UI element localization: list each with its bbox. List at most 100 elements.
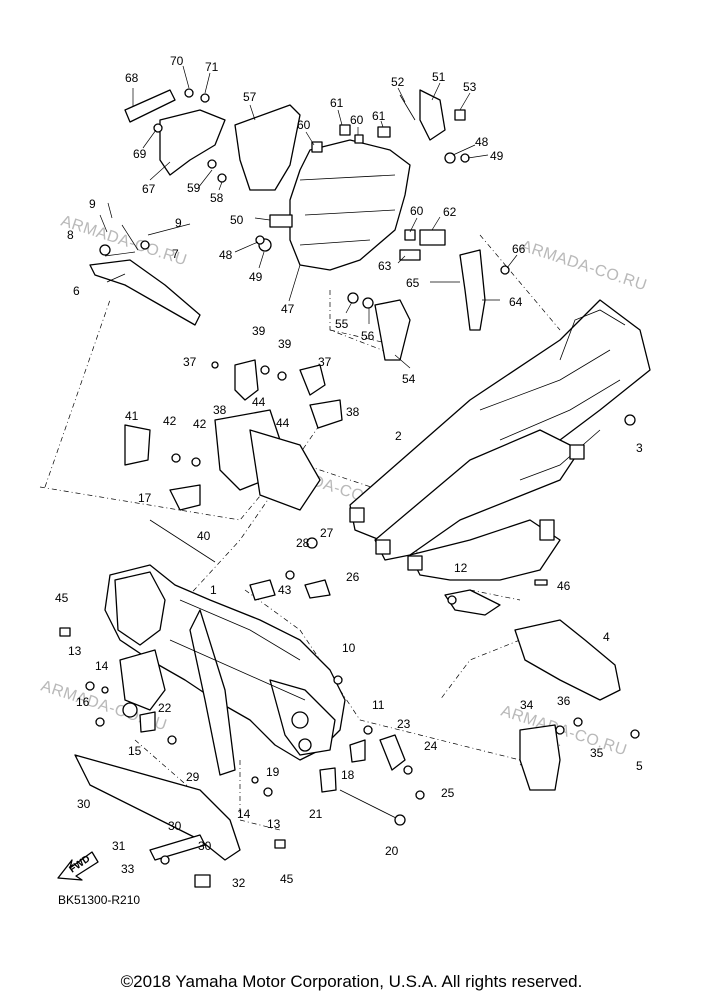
callout-60c: 60: [410, 204, 424, 218]
callout-38b: 38: [346, 405, 360, 419]
callout-17: 17: [138, 491, 152, 505]
upper-bracket-assembly: [234, 89, 446, 271]
callout-40: 40: [197, 529, 211, 543]
callout-1: 1: [210, 583, 217, 597]
callout-5: 5: [636, 759, 643, 773]
callout-29: 29: [186, 770, 200, 784]
rear-frame: [349, 299, 651, 581]
callout-56: 56: [361, 329, 375, 343]
callout-6: 6: [73, 284, 80, 298]
callout-3: 3: [636, 441, 643, 455]
callout-46: 46: [557, 579, 571, 593]
mid-parts: [124, 359, 343, 511]
callout-14b: 14: [237, 807, 251, 821]
callout-30b: 30: [168, 819, 182, 833]
callout-43: 43: [278, 583, 292, 597]
callout-65: 65: [406, 276, 420, 290]
callout-7: 7: [172, 247, 179, 261]
callout-64: 64: [509, 295, 523, 309]
callout-34: 34: [520, 698, 534, 712]
callout-44a: 44: [252, 395, 266, 409]
callout-25: 25: [441, 786, 455, 800]
callout-39b: 39: [278, 337, 292, 351]
callout-37b: 37: [318, 355, 332, 369]
callout-28: 28: [296, 536, 310, 550]
leader-lines: [99, 65, 518, 369]
callout-50: 50: [230, 213, 244, 227]
drawing-code: BK51300-R210: [58, 893, 141, 907]
callout-52: 52: [391, 75, 405, 89]
callout-47: 47: [281, 302, 295, 316]
callout-70: 70: [170, 54, 184, 68]
callout-19: 19: [266, 765, 280, 779]
callout-48b: 48: [475, 135, 489, 149]
callout-55: 55: [335, 317, 349, 331]
callout-60a: 60: [297, 118, 311, 132]
callout-16: 16: [76, 695, 90, 709]
callout-60b: 60: [350, 113, 364, 127]
callout-61a: 61: [330, 96, 344, 110]
callout-18: 18: [341, 768, 355, 782]
callout-32: 32: [232, 876, 246, 890]
callout-26: 26: [346, 570, 360, 584]
callout-45b: 45: [280, 872, 294, 886]
callout-23: 23: [397, 717, 411, 731]
callout-68: 68: [125, 71, 139, 85]
bracket-67-68: [124, 88, 226, 176]
callout-13b: 13: [267, 817, 281, 831]
callout-38a: 38: [213, 403, 227, 417]
callout-54: 54: [402, 372, 416, 386]
callout-2: 2: [395, 429, 402, 443]
callout-45a: 45: [55, 591, 69, 605]
callout-14a: 14: [95, 659, 109, 673]
callout-13a: 13: [68, 644, 82, 658]
callout-12: 12: [454, 561, 468, 575]
callout-67: 67: [142, 182, 156, 196]
callout-9a: 9: [89, 197, 96, 211]
rear-bracket-4-34: [444, 589, 621, 791]
callout-8: 8: [67, 228, 74, 242]
callout-35: 35: [590, 746, 604, 760]
callout-10: 10: [342, 641, 356, 655]
callout-53: 53: [463, 80, 477, 94]
callout-27: 27: [320, 526, 334, 540]
callout-58: 58: [210, 191, 224, 205]
callout-37a: 37: [183, 355, 197, 369]
lower-brackets: [59, 627, 286, 888]
fwd-arrow: FWD: [57, 851, 99, 881]
callout-39a: 39: [252, 324, 266, 338]
copyright-notice: ©2018 Yamaha Motor Corporation, U.S.A. A…: [120, 972, 583, 991]
callout-21: 21: [309, 807, 323, 821]
callout-62: 62: [443, 205, 457, 219]
callout-59: 59: [187, 181, 201, 195]
callouts: 1 2 3 4 5 6 7 8 9 9 10 11 12 13 13 14 14…: [55, 54, 643, 890]
callout-69: 69: [133, 147, 147, 161]
callout-11: 11: [372, 698, 385, 712]
callout-42a: 42: [163, 414, 177, 428]
callout-57: 57: [243, 90, 257, 104]
bracket-62-66: [347, 229, 486, 361]
callout-24: 24: [424, 739, 438, 753]
callout-49a: 49: [249, 270, 263, 284]
callout-49b: 49: [490, 149, 504, 163]
callout-31: 31: [112, 839, 126, 853]
callout-15: 15: [128, 744, 142, 758]
callout-33: 33: [121, 862, 135, 876]
callout-44b: 44: [276, 416, 290, 430]
watermark-2: ARMADA-CO.RU: [519, 238, 649, 295]
callout-30c: 30: [198, 839, 212, 853]
callout-30a: 30: [77, 797, 91, 811]
callout-41: 41: [125, 409, 139, 423]
callout-61b: 61: [372, 109, 386, 123]
callout-36: 36: [557, 694, 571, 708]
callout-51: 51: [432, 70, 446, 84]
callout-66: 66: [512, 242, 526, 256]
callout-42b: 42: [193, 417, 207, 431]
main-frame: [104, 564, 346, 776]
callout-4: 4: [603, 630, 610, 644]
callout-22: 22: [158, 701, 172, 715]
callout-63: 63: [378, 259, 392, 273]
bracket-6: [89, 240, 201, 326]
callout-48a: 48: [219, 248, 233, 262]
